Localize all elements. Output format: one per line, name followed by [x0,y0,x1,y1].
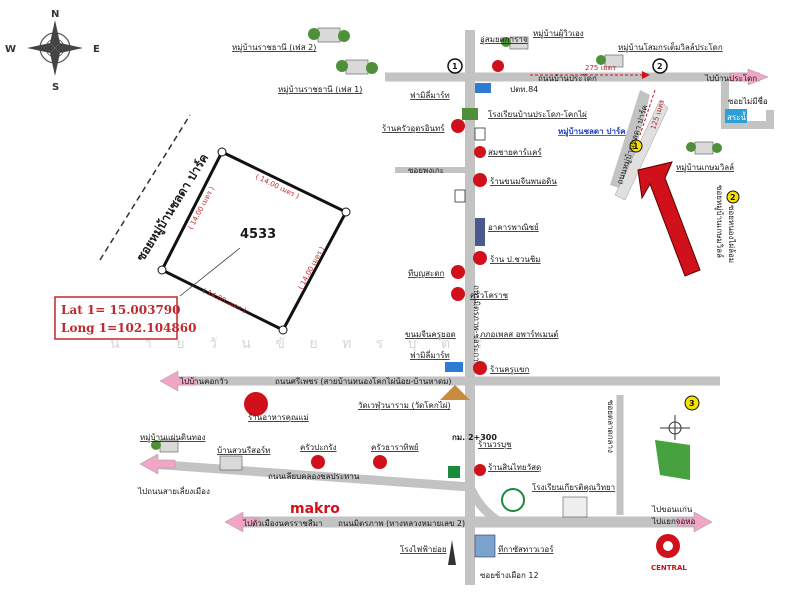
dist-line-125 [639,89,656,136]
label-soi-maizee: ซอยไม่มีชื่อ [728,95,768,106]
label-samchai: สมชายคาร์แคร์ [488,147,542,157]
label-tower: ทีกาซัสทาวเวอร์ [498,544,554,554]
label-rachani1: หมู่บ้านราชธานี (เฟส 1) [278,85,362,95]
label-family-mart-1: ฟามิลี่มาร์ท [410,89,450,100]
label-soi-kasem: ซอยหมู่บ้านเกษมวิลล์ [714,185,725,258]
label-soi-pongkae: ซอยพงเกะ [408,166,444,175]
label-soi-market: ซอยตลาดกลาง [606,400,615,453]
label-kasem-villa: หมู่บ้านเกษมวิลล์ [676,162,734,173]
arrow-to-korkwua [159,370,196,392]
label-km: กม. 2+300 [452,433,497,442]
label-school-kiat: โรงเรียนเกียรติคุณวิทยา [532,482,615,492]
label-commercial: อาคารพาณิชย์ [488,222,539,232]
label-rankrupaeng: ร้านครูแขก [490,365,530,375]
label-wat-kokphai: วัดเวฬุวนาราม (วัดโคกไผ่) [358,400,451,410]
coord-lat: Lat 1= 15.003790 [61,303,181,317]
label-road-siphet: ถนนศรีเพชร (สายบ้านหนองโคกไผ่น้อย-บ้านหา… [275,376,452,386]
label-school-pradok: โรงเรียนบ้านประโดก-โคกไผ่ [488,109,587,119]
label-krua-udon: ร้านครัวอุดรอินทร์ [382,123,445,133]
label-to-khonkaen: ไปขอนแก่น [651,505,693,514]
coord-long: Long 1=102.104860 [61,321,196,335]
markers: 1 2 1 2 3 [447,58,740,411]
label-soi12: ซอยช้างเผือก 12 [480,571,539,580]
label-dist-275: 275 เมตร [585,64,616,72]
label-kruapratrang: ครัวปะกรัง [300,443,337,452]
label-rachani2: หมู่บ้านราชธานี (เฟส 2) [232,43,316,53]
label-road-pradok: ถนนบ้านประโดก [538,73,597,83]
compass-rose: N S E W [5,9,100,93]
label-family-mart-2: ฟามิลี่มาร์ท [410,349,450,360]
arrow-to-pradok [729,68,769,86]
marker-3: 3 [689,399,695,408]
chalada-park-road [610,90,650,190]
label-kanomjeen: ร้านขนมจีนพนอดิน [490,177,557,186]
road-curve [465,485,503,526]
label-phuwiang: หมู่บ้านผู้วิวเอง [533,29,584,39]
label-ranthai: ร้านสินไทยวัสดุ [488,463,541,472]
coordinates-box: Lat 1= 15.003790 Long 1=102.104860 [54,296,196,340]
label-sanam: สระน้ำ [727,111,750,122]
road-right-branch [721,77,774,129]
plot-side-right: ( 14.00 เมตร ) [297,245,326,291]
roads [149,30,774,585]
compass-s: S [52,82,59,93]
label-road-mittraphap: ถนนมิตรภาพ (ทางหลวงหมายเลข 2) [338,519,465,528]
marker-1-chalada: 1 [633,142,639,151]
label-garage: อู่สมยศการาจ [480,35,528,45]
label-kruatarat: ครัวธาราทิพย์ [371,442,419,452]
label-suan-resort: บ้านสวนรีสอร์ท [217,445,270,455]
map-labels: หมู่บ้านราชธานี (เฟส 2) หมู่บ้านราชธานี … [137,29,768,580]
label-to-korat: ไปตัวเมืองนครราชสีมา [242,519,323,528]
label-to-sai: ไปถนนสายเลี่ยงเมือง [137,485,210,496]
arrow-to-khonkaen [676,511,713,533]
label-thai-garage: ภภอเพลส อพาร์ทเมนต์ [480,329,559,339]
land-plot: 4533 ( 14.00 เมตร ) ( 14.00 เมตร ) ( 14.… [157,147,351,335]
arrow-to-sai [139,453,176,475]
label-power: โรงไฟฟ้าย่อย [400,544,447,554]
marker-1-top: 1 [452,62,458,71]
marker-2-top: 2 [657,62,663,71]
road-canal [149,459,471,492]
label-nongpho: หมู่บ้านแผ่นดินทอง [140,433,206,443]
label-pchuan: ร้าน ป.ชวนชิม [490,255,541,264]
compass-n: N [51,9,59,20]
compass-w: W [5,44,16,55]
plot-number: 4533 [240,227,276,242]
label-road-mittraphap-v: ถนนมิตรภาพ-ช่อระกา [472,285,481,362]
big-red-arrow [637,161,701,277]
label-ranwara: ร้านวรบุช [478,440,512,449]
marker-2-kasem: 2 [730,193,736,202]
label-central: CENTRAL [651,564,687,572]
label-tiboon: ทีบุญสะดก [408,269,445,278]
label-chalada-park: หมู่บ้านชลดา ปาร์ค [558,126,626,137]
compass-e: E [93,44,100,55]
label-kanom-jeen-2: ขนมจีนครูยอด [405,330,456,340]
label-kruakorat: ครัวโคราช [470,290,509,300]
direction-arrows [139,68,769,533]
label-makro: makro [290,501,340,517]
label-to-pradok: ไปบ้านประโดก [704,73,757,83]
watermark: น า ย วั น ขั ย ท ร บุ ต ร [110,336,492,352]
label-rankhun-mae: ร้านอาหารคุณแม่ [248,413,309,422]
label-to-khonkaen-2: ไปแยกจอหอ [651,517,696,526]
chalada-park-road-2 [614,99,669,201]
landmark-icons [151,27,747,565]
label-somkiat: หมู่บ้านโสมกรเต็มวิลล์ประโดก [618,42,723,53]
label-pt84: ปตท.84 [510,85,538,94]
label-road-canal: ถนนเลียบคลองชลประทาน [268,472,360,481]
plot-side-bottom: ( 14.00 เมตร ) [201,287,247,315]
plot-dashed-line [99,114,191,261]
label-soi-right: ซอยหนองไผ่ล้อม [727,205,736,263]
arrow-to-korat [224,511,261,533]
label-to-korkwua: ไปบ้านคอกวัว [179,377,228,386]
